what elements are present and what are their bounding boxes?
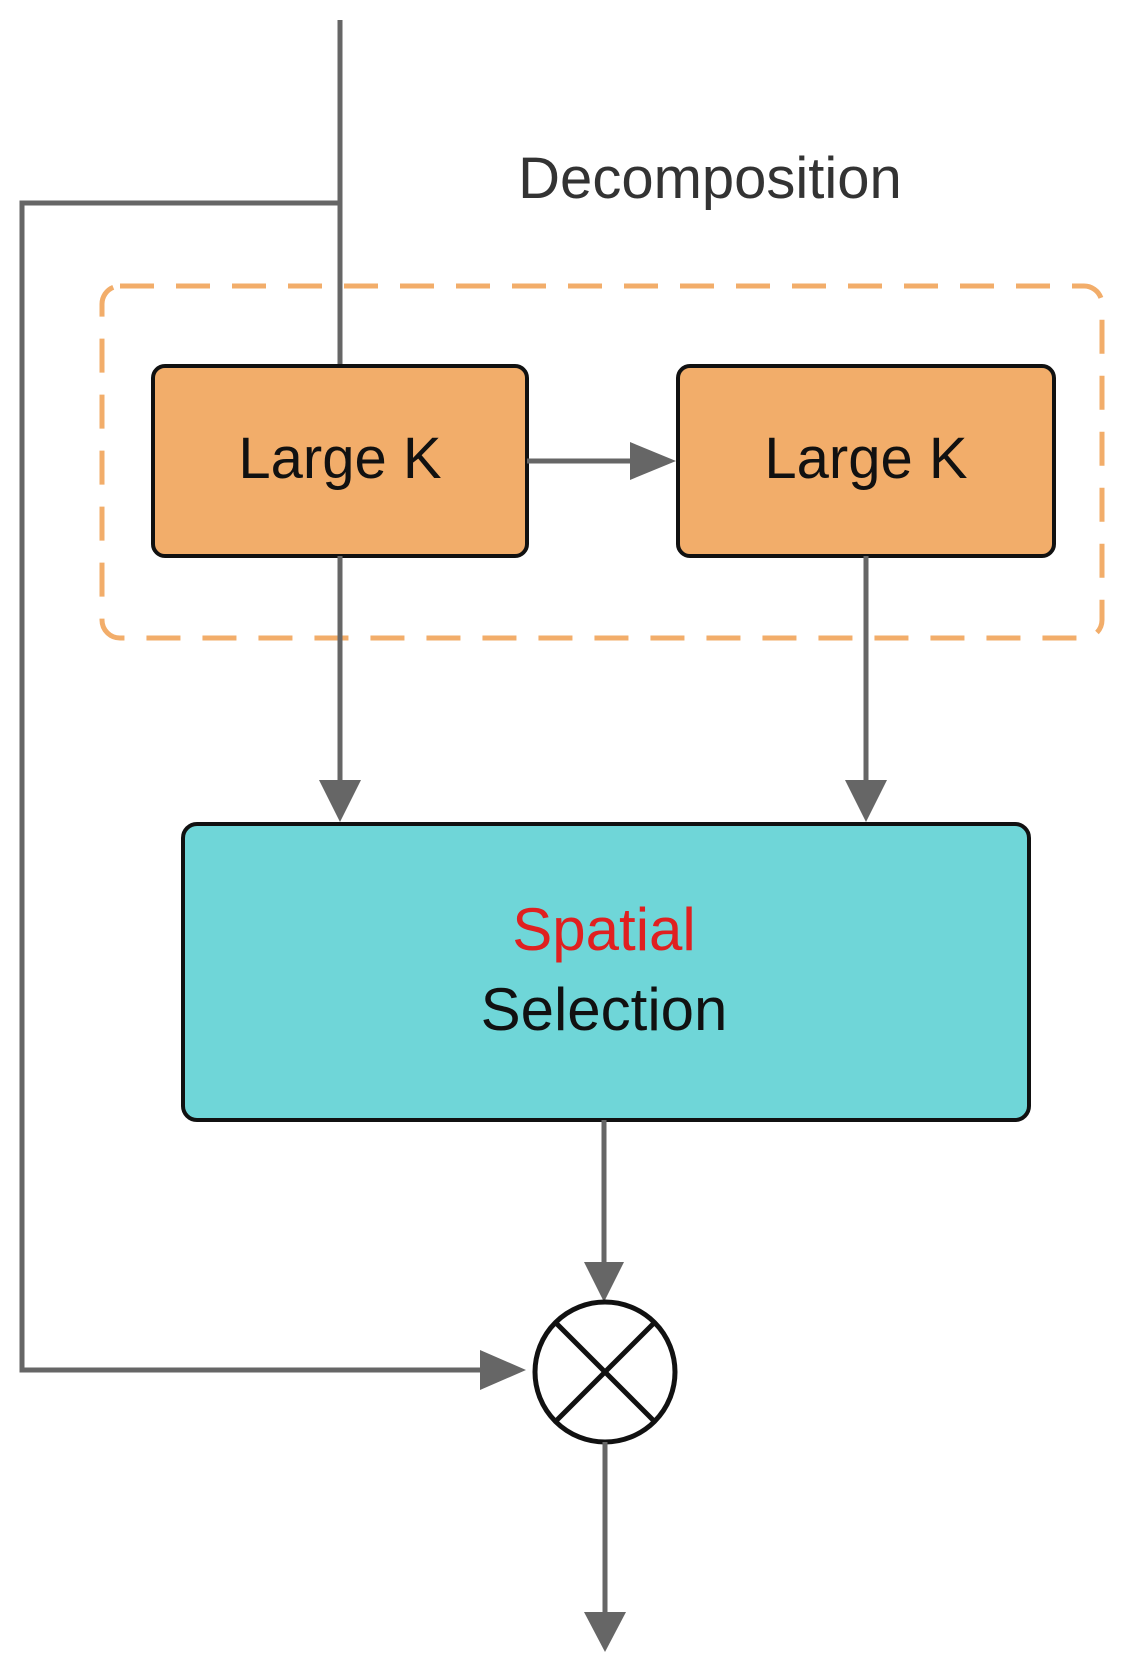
multiply-circle-icon	[532, 1299, 678, 1445]
large-k-block-2-label: Large K	[764, 426, 967, 491]
skip-connection-arrowhead	[480, 1350, 526, 1390]
group-label: Decomposition	[518, 146, 902, 211]
spatial-selection-block[interactable]	[181, 822, 1031, 1122]
decomposition-group	[99, 283, 1105, 641]
block1-to-selection-arrowhead	[319, 780, 361, 822]
spatial-selection-line2: Selection	[481, 976, 728, 1043]
spatial-selection-line1: Spatial	[512, 896, 695, 963]
skip-connection-line	[19, 200, 480, 1373]
large-k-block-1-label: Large K	[238, 426, 441, 491]
output-arrowhead	[584, 1612, 626, 1652]
block2-to-selection-arrowhead	[845, 780, 887, 822]
selection-to-multiply-arrowhead	[584, 1262, 624, 1302]
block1-to-block2-arrowhead	[630, 442, 676, 480]
